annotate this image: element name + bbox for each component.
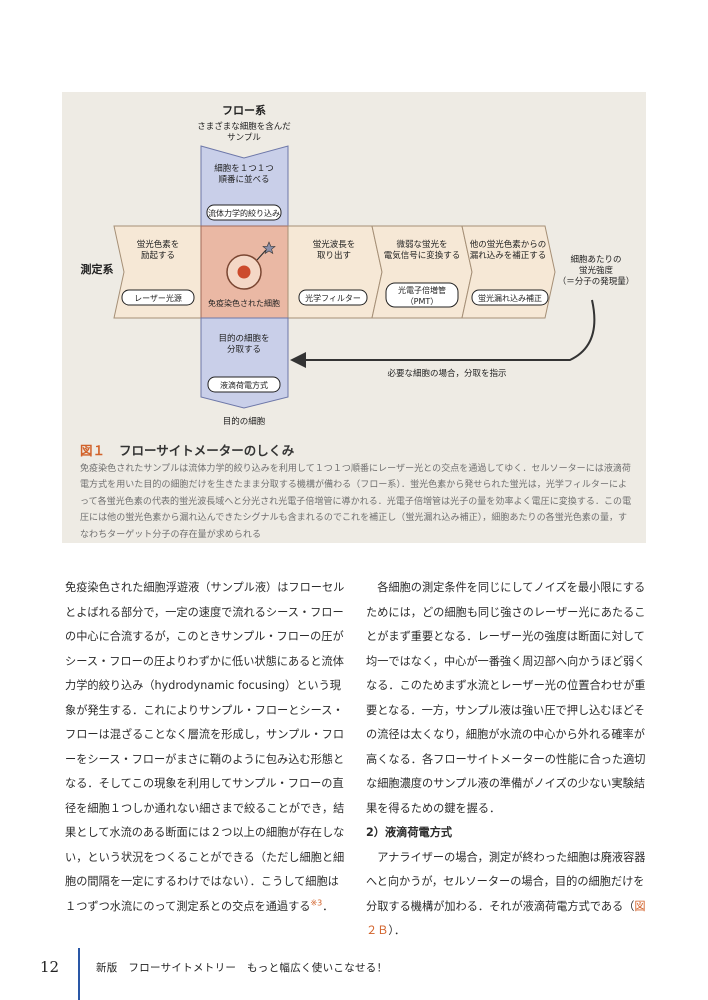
wave-line-1: 蛍光波長を xyxy=(313,239,356,250)
measure-system-label: 測定系 xyxy=(81,262,114,276)
section-heading: 2）液滴荷電方式 xyxy=(366,826,453,839)
laser-source-label: レーザー光源 xyxy=(134,293,182,303)
optical-filter-box xyxy=(298,289,368,306)
right-paragraph-2-end: ）． xyxy=(388,924,406,937)
figure-caption-title: 図１ フローサイトメーターのしくみ xyxy=(80,440,294,459)
sort-line-1: 目的の細胞を xyxy=(218,333,269,344)
figure-number: 図１ xyxy=(80,443,106,458)
flow-top-line-1: さまざまな細胞を含んだ xyxy=(197,121,291,132)
excite-line-1: 蛍光色素を xyxy=(137,239,180,250)
result-line-2: 蛍光強度 xyxy=(579,265,614,276)
pmt-box-line-1: 光電子倍増管 xyxy=(398,285,446,295)
flow-system-label: フロー系 xyxy=(222,103,266,117)
flow-step1-box-label: 流体力学的絞り込み xyxy=(208,208,280,218)
pmt-box xyxy=(385,282,459,308)
antibody-stem-icon xyxy=(256,249,267,261)
result-line-3: （＝分子の発現量） xyxy=(558,276,635,287)
left-paragraph-text: 免疫染色された細胞浮遊液（サンプル液）はフローセルとよばれる部分で，一定の速度で… xyxy=(65,581,345,913)
droplet-charge-box xyxy=(207,376,281,393)
compensation-label: 蛍光漏れ込み補正 xyxy=(478,293,542,303)
sort-line-2: 分取する xyxy=(227,345,261,355)
flow-step1-line-2: 順番に並べる xyxy=(218,174,269,185)
figure-title: フローサイトメーターのしくみ xyxy=(119,443,295,458)
fluorochrome-star-icon xyxy=(262,241,276,255)
center-cell-label: 免疫染色された細胞 xyxy=(208,298,280,308)
optical-filter-label: 光学フィルター xyxy=(305,293,361,303)
left-paragraph: 免疫染色された細胞浮遊液（サンプル液）はフローセルとよばれる部分で，一定の速度で… xyxy=(65,576,348,919)
figure-ref-link[interactable]: 図２Ｂ xyxy=(366,899,646,938)
comp-line-2: 漏れ込みを補正する xyxy=(470,250,547,261)
excite-line-2: 励起する xyxy=(141,251,175,261)
comp-line-1: 他の蛍光色素からの xyxy=(470,239,547,250)
sort-bottom-label: 目的の細胞 xyxy=(223,416,266,427)
right-paragraph-1: 各細胞の測定条件を同じにしてノイズを最小限にするためには，どの細胞も同じ強さのレ… xyxy=(366,581,646,815)
wave-line-2: 取り出す xyxy=(317,250,351,261)
right-paragraph-2: アナライザーの場合，測定が終わった細胞は廃液容器へと向かうが，セルソーターの場合… xyxy=(366,846,648,944)
feedback-label: 必要な細胞の場合，分取を指示 xyxy=(387,368,506,379)
right-paragraph-2-text: アナライザーの場合，測定が終わった細胞は廃液容器へと向かうが，セルソーターの場合… xyxy=(366,850,646,913)
flow-top-line-2: サンプル xyxy=(227,133,261,143)
left-column: 免疫染色された細胞浮遊液（サンプル液）はフローセルとよばれる部分で，一定の速度で… xyxy=(65,576,348,919)
right-column: 各細胞の測定条件を同じにしてノイズを最小限にするためには，どの細胞も同じ強さのレ… xyxy=(366,576,648,944)
running-footer-title: 新版 フローサイトメトリー もっと幅広く使いこなせる！ xyxy=(96,962,388,974)
cell-nucleus-icon xyxy=(237,265,251,279)
result-line-1: 細胞あたりの xyxy=(570,254,621,265)
figure-caption-body: 免疫染色されたサンプルは流体力学的絞り込みを利用して１つ１つ順番にレーザー光との… xyxy=(80,464,632,540)
droplet-charge-label: 液滴荷電方式 xyxy=(220,380,268,390)
laser-source-box xyxy=(121,289,195,306)
compensation-box xyxy=(471,289,549,306)
page-number: 12 xyxy=(40,958,60,976)
sort-arrow xyxy=(200,317,289,409)
feedback-arrow xyxy=(290,299,596,368)
flow-cytometer-diagram: フロー系 さまざまな細胞を含んだ サンプル 細胞を１つ１つ 順番に並べる 流体力… xyxy=(81,103,635,427)
flow-step1-line-1: 細胞を１つ１つ xyxy=(214,163,274,174)
pmt-line-2: 電気信号に変換する xyxy=(384,250,461,261)
flow-step1-box xyxy=(206,204,282,221)
pmt-box-line-2: （PMT） xyxy=(406,297,439,306)
footer-divider xyxy=(78,948,80,1000)
footnote-ref[interactable]: ※3 xyxy=(310,897,323,907)
left-paragraph-end: ． xyxy=(322,899,334,913)
pmt-line-1: 微弱な蛍光を xyxy=(396,239,447,250)
